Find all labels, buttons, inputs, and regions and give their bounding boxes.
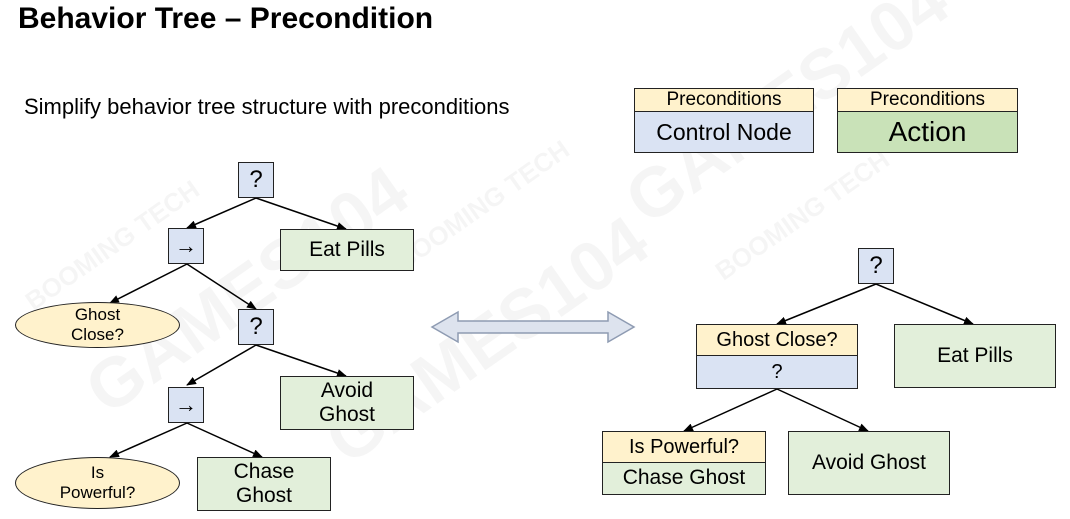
edge-root-sequence1 bbox=[186, 197, 257, 229]
right-ghost-close-precondition: Ghost Close? bbox=[696, 324, 858, 356]
edge-rroot-eatpills bbox=[875, 283, 974, 325]
edge-root-eatpills bbox=[255, 197, 347, 230]
edge-rselector-avoidghost bbox=[776, 388, 869, 432]
legend-control-precondition: Preconditions bbox=[634, 88, 814, 112]
edge-rselector-ispowerful bbox=[683, 388, 778, 432]
left-ghost-close: Ghost Close? bbox=[15, 302, 180, 348]
double-arrow bbox=[430, 310, 636, 344]
edge-sequence2-chaseghost bbox=[186, 422, 263, 458]
edge-sequence1-selector2 bbox=[186, 263, 257, 310]
left-selector-2: ? bbox=[238, 309, 274, 345]
legend-control-node: Control Node bbox=[634, 111, 814, 153]
left-avoid-ghost: Avoid Ghost bbox=[280, 376, 414, 430]
legend-action-precondition: Preconditions bbox=[837, 88, 1018, 112]
page-title: Behavior Tree – Precondition bbox=[18, 2, 434, 35]
edge-sequence1-ghostclose bbox=[109, 263, 188, 304]
left-root-selector: ? bbox=[238, 162, 274, 198]
right-avoid-ghost: Avoid Ghost bbox=[788, 431, 950, 495]
edge-sequence2-ispowerful bbox=[109, 422, 188, 458]
page-subtitle: Simplify behavior tree structure with pr… bbox=[24, 94, 510, 119]
left-is-powerful: Is Powerful? bbox=[15, 457, 180, 509]
right-chase-ghost: Chase Ghost bbox=[602, 462, 766, 495]
edge-selector2-avoidghost bbox=[255, 344, 347, 377]
left-eat-pills: Eat Pills bbox=[280, 229, 414, 271]
edge-selector2-sequence2 bbox=[186, 344, 257, 386]
left-sequence-2: → bbox=[168, 387, 204, 423]
right-eat-pills: Eat Pills bbox=[894, 324, 1056, 388]
left-sequence-1: → bbox=[168, 228, 204, 264]
edge-rroot-ghostclose bbox=[776, 283, 877, 325]
right-root-selector: ? bbox=[858, 248, 894, 284]
right-selector: ? bbox=[696, 355, 858, 389]
legend-action: Action bbox=[837, 111, 1018, 153]
right-is-powerful-precondition: Is Powerful? bbox=[602, 431, 766, 463]
left-chase-ghost: Chase Ghost bbox=[197, 457, 331, 511]
